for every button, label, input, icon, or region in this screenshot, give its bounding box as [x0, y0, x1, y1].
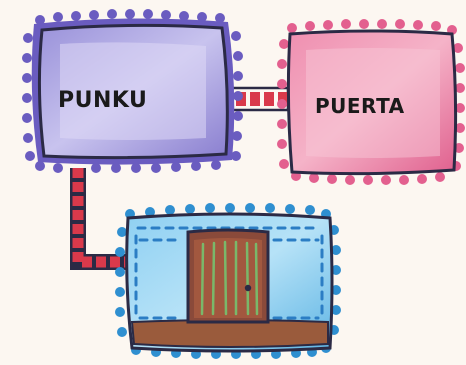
door-knob-icon: [245, 285, 251, 291]
puerta-label: PUERTA: [315, 94, 405, 118]
punku-label: PUNKU: [58, 88, 147, 113]
wooden-door: [188, 230, 268, 322]
house-door-image: [115, 203, 341, 359]
